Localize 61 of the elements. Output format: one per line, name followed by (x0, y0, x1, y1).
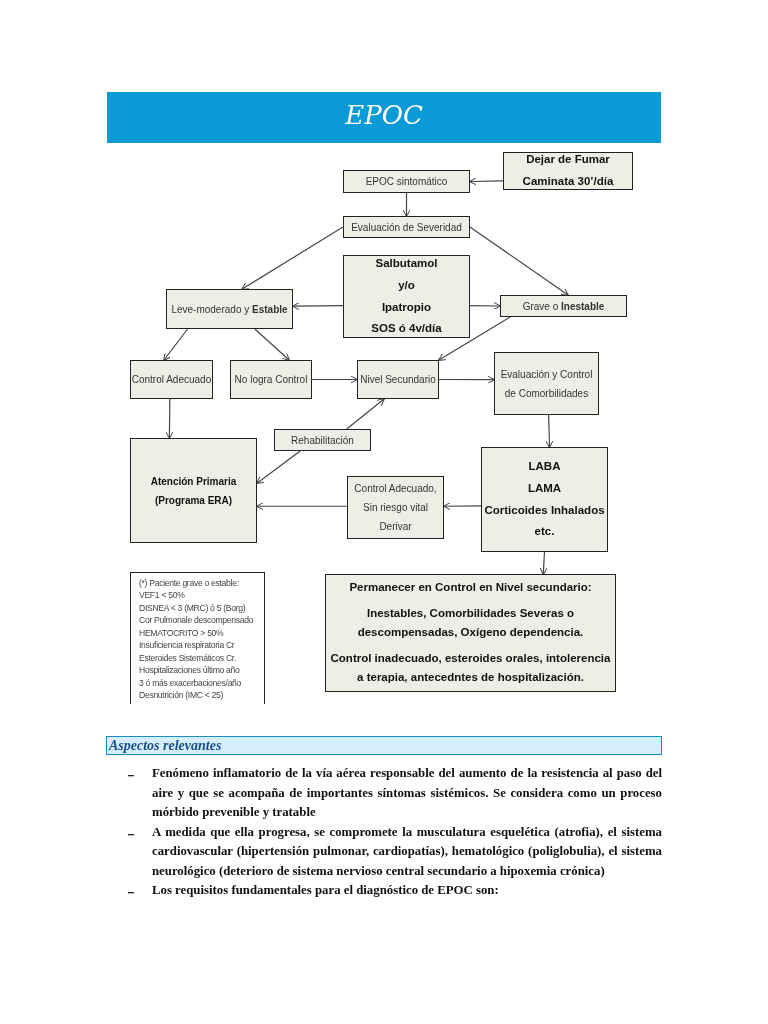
arrow (437, 316, 511, 361)
footnote-line: (*) Paciente grave o estable: (139, 577, 239, 590)
footnote-line: Cor Pulmonale descompensado (139, 614, 254, 627)
node-text: Dejar de Fumar (526, 152, 610, 168)
node-text: Control inadecuado, esteroides orales, intolerencia a terapia, antecedntes de hospitalización. (329, 650, 612, 686)
process-box (357, 360, 439, 399)
node-text: Permanecer en Control en Nivel secundario: (349, 580, 592, 596)
process-box (500, 295, 627, 317)
bullet-text: Los requisitos fundamentales para el diagnóstico de EPOC son: (152, 882, 500, 899)
node-text: Ipatropio (381, 299, 432, 315)
bullet-text: Fenómeno inflamatorio de la vía aérea responsable del aumento de la resistencia al paso del aire y que se acompaña de importantes síntomas sistémicos. Se considera como un proceso mórbido prevenible y tratable (152, 765, 662, 821)
node-text: Corticoides Inhalados etc. (483, 502, 606, 540)
footnote-line: Desnutrición (IMC < 25) (139, 689, 224, 702)
process-box (130, 360, 213, 399)
node-text: No logra Control (234, 373, 308, 387)
node-text: Atención Primaria (Programa ERA) (149, 474, 238, 508)
process-box (494, 352, 599, 415)
medication-box (343, 255, 470, 338)
node-text: SOS ó 4v/día (371, 321, 442, 337)
arrow (241, 226, 344, 290)
node-text: Evaluación de Severidad (351, 220, 462, 235)
process-box (166, 289, 293, 329)
process-box (343, 216, 470, 238)
footnote-line: Esteroides Sistemáticos Cr. (139, 651, 236, 665)
node-text: Control Adecuado, Sin riesgo vital Derivar (353, 482, 438, 534)
node-text: Inestables, Comorbilidades Severas o descompensadas, Oxígeno dependencia. (356, 605, 585, 641)
node-text: Control Adecuado (131, 373, 212, 387)
arrow (255, 450, 301, 485)
footnote-line: VEF1 < 50% (139, 589, 185, 602)
arrow (469, 226, 569, 296)
node-text: Rehabilitación (291, 433, 354, 448)
node-text: y/o (398, 277, 415, 293)
process-box (130, 438, 257, 543)
footnote-line: DISNEA < 3 (MRC) ó 5 (Borg) (139, 601, 246, 615)
footnote-line: Hospitalizaciones último año (139, 664, 240, 677)
node-text: Leve-moderado y Estable (171, 302, 288, 317)
title-text: EPOC (344, 100, 424, 130)
note-box (325, 574, 616, 692)
arrow (346, 398, 386, 430)
medication-box (481, 447, 608, 552)
process-box (230, 360, 312, 399)
process-box (343, 170, 470, 193)
node-text: LAMA (527, 480, 562, 496)
process-box (347, 476, 444, 539)
node-text: Caminata 30’/día (522, 174, 614, 189)
footnote-line: 3 ó más exacerbaciones/año (139, 676, 242, 690)
footnote-line: Insuficiencia respiratoria Cr (139, 639, 235, 652)
node-text: Salbutamol (375, 255, 438, 271)
bullet-text: A medida que ella progresa, se compromete la musculatura esquelética (atrofia), el sistema cardiovascular (hipertensión pulmonar, cardiopatías), hematológico (poliglobulia), el sistema neurológico (deterioro de sistema nervioso central secundario a hipoxemia crónica) (152, 823, 662, 880)
footnote-box (130, 572, 265, 704)
node-text: LABA (528, 458, 561, 474)
node-text: Evaluación y Control de Comorbilidades (499, 367, 594, 401)
process-box (274, 429, 371, 451)
node-text: Grave o Inestable (522, 299, 605, 314)
arrow (163, 328, 189, 362)
arrow (254, 328, 291, 361)
section-heading: Aspectos relevantes (106, 736, 662, 755)
footnote-line: HEMATOCRITO > 50% (139, 626, 224, 640)
process-box (503, 152, 633, 190)
node-text: EPOC sintomático (365, 175, 448, 189)
node-text: Nivel Secundario (360, 373, 436, 387)
